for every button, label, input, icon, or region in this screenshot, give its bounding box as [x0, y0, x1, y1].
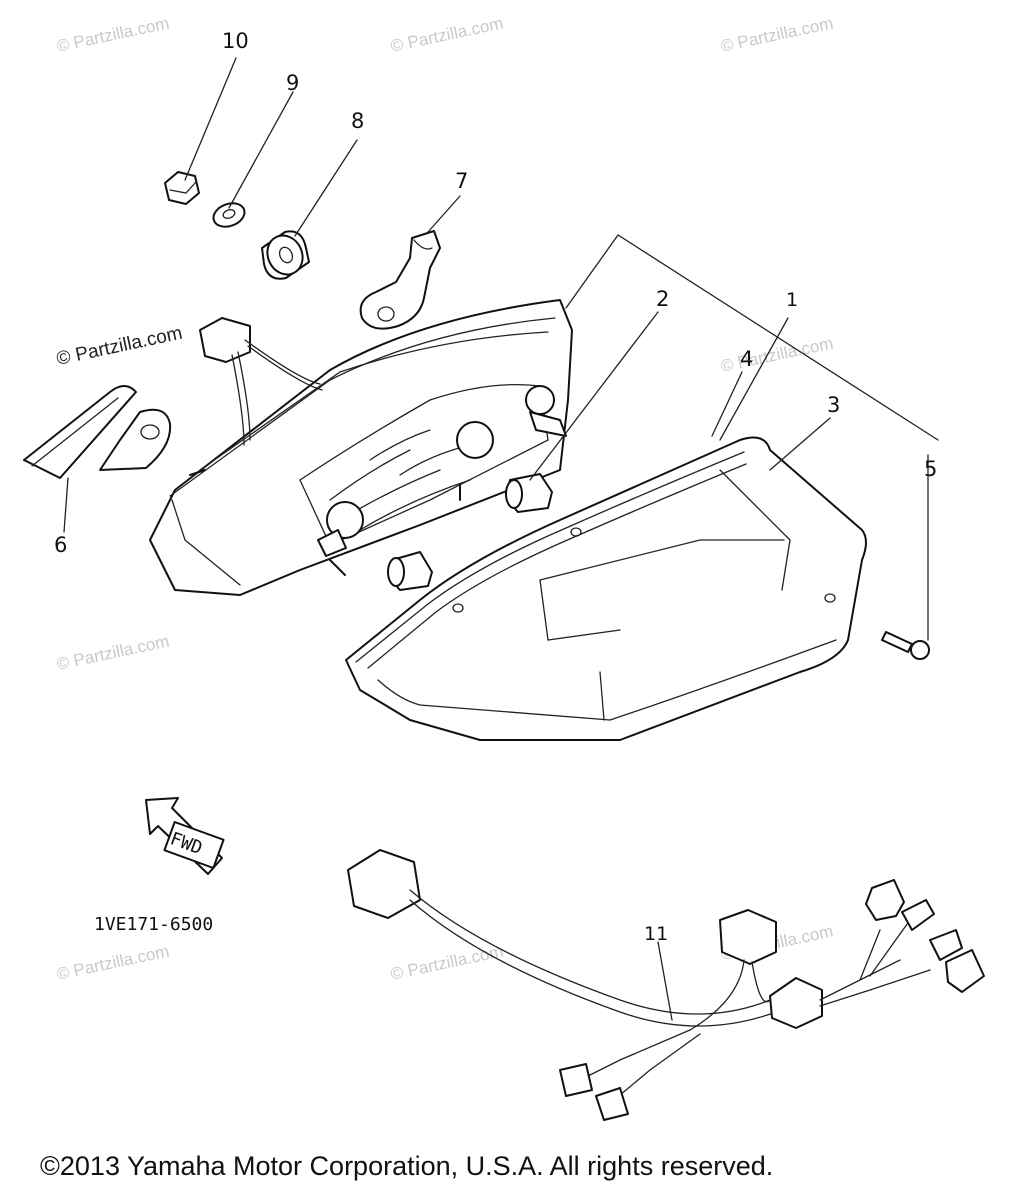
forward-arrow-icon: FWD — [145, 797, 225, 875]
callout-9: 9 — [286, 71, 299, 95]
callout-4: 4 — [740, 347, 753, 371]
part-screw-icon — [881, 631, 930, 660]
watermark: © Partzilla.com — [55, 942, 171, 984]
callout-3: 3 — [827, 393, 840, 417]
callout-6: 6 — [54, 533, 67, 557]
copyright-notice: ©2013 Yamaha Motor Corporation, U.S.A. A… — [40, 1151, 773, 1181]
part-reflector-icon — [23, 385, 172, 479]
watermark: © Partzilla.com — [55, 14, 171, 56]
callout-labels: 10 9 8 7 2 1 4 3 5 6 11 — [54, 29, 937, 945]
callout-7: 7 — [455, 169, 468, 193]
part-bulb-icon — [387, 473, 553, 591]
watermark: © Partzilla.com — [719, 14, 835, 56]
part-nut-icon — [164, 171, 200, 205]
part-grommet-icon — [261, 230, 310, 280]
callout-5: 5 — [924, 457, 937, 481]
part-washer-icon — [212, 202, 246, 228]
callout-11: 11 — [644, 923, 668, 945]
watermark-dark: © Partzilla.com — [55, 323, 185, 370]
part-wire-harness-icon — [347, 849, 985, 1121]
diagram-code: 1VE171-6500 — [94, 914, 213, 935]
watermark: © Partzilla.com — [389, 942, 505, 984]
part-tail-light-housing-icon — [149, 299, 573, 596]
callout-10: 10 — [222, 29, 249, 53]
part-bracket-icon — [359, 230, 441, 330]
watermark: © Partzilla.com — [55, 632, 171, 674]
watermark: © Partzilla.com — [389, 14, 505, 56]
watermark: © Partzilla.com — [719, 334, 835, 376]
callout-lines — [63, 57, 939, 1021]
callout-2: 2 — [656, 287, 669, 311]
part-lens-icon — [345, 436, 867, 741]
callout-1: 1 — [786, 289, 798, 311]
callout-8: 8 — [351, 109, 364, 133]
